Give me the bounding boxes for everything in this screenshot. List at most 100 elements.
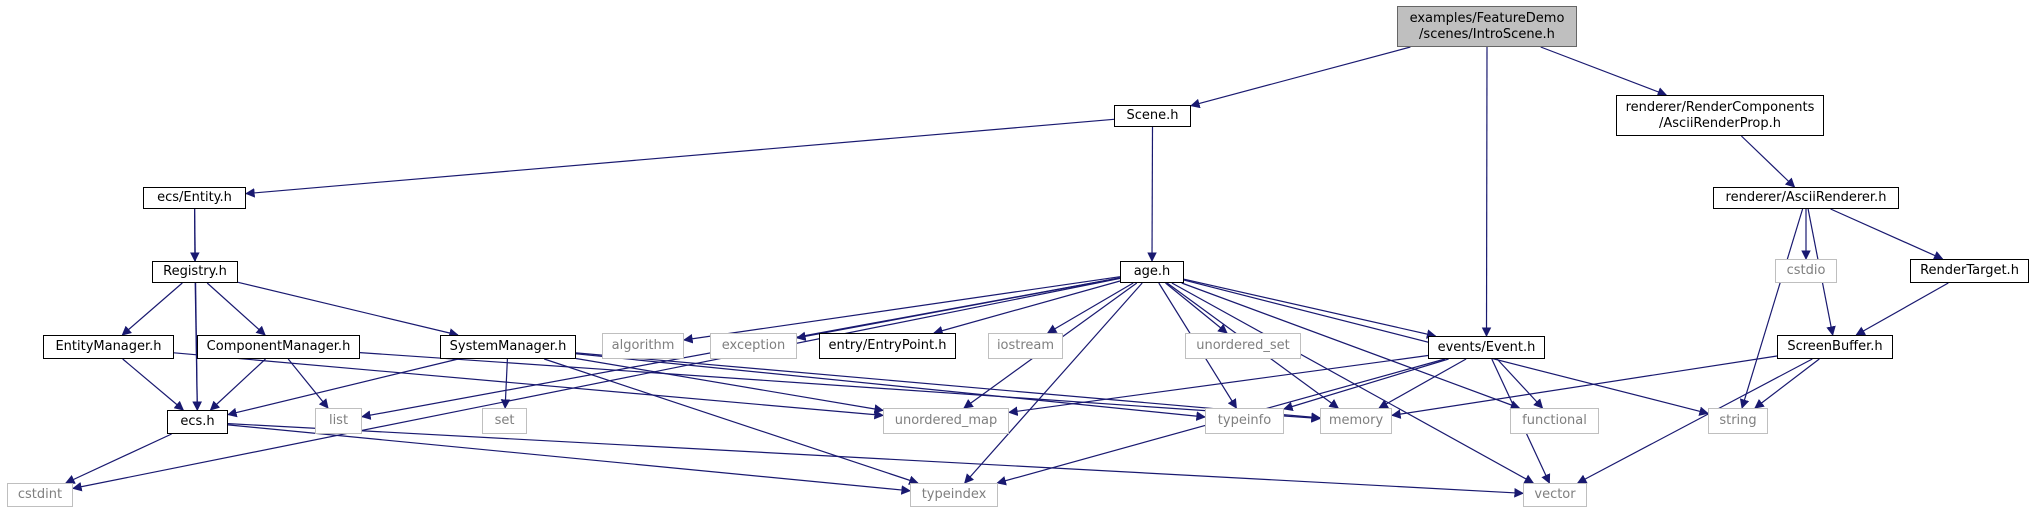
edge-asciirenderer-to-string <box>1739 208 1804 409</box>
node-exception: exception <box>710 333 797 359</box>
node-cstdio-label: cstdio <box>1786 263 1826 278</box>
edge-introscene-to-asciirenderprop <box>1540 46 1668 97</box>
node-age[interactable]: age.h <box>1120 261 1184 283</box>
node-ecs-label: ecs.h <box>180 414 215 429</box>
node-scene[interactable]: Scene.h <box>1114 105 1191 127</box>
node-entitymanager-label: EntityManager.h <box>55 339 162 354</box>
node-ecs-entity-label: ecs/Entity.h <box>157 190 232 205</box>
node-entrypoint[interactable]: entry/EntryPoint.h <box>819 333 956 359</box>
node-asciirenderprop-line2: /AsciiRenderProp.h <box>1659 115 1781 131</box>
node-systemmanager[interactable]: SystemManager.h <box>440 335 576 359</box>
edge-age-to-event <box>1183 278 1437 339</box>
node-typeinfo: typeinfo <box>1205 408 1284 434</box>
node-screenbuffer-label: ScreenBuffer.h <box>1787 339 1883 354</box>
node-scene-label: Scene.h <box>1126 108 1179 123</box>
node-algorithm-label: algorithm <box>611 338 675 353</box>
edge-rendertarget-to-screenbuffer <box>1855 282 1949 336</box>
edge-ecs-to-cstdint <box>65 433 172 484</box>
node-registry-label: Registry.h <box>163 264 227 279</box>
node-string-label: string <box>1719 413 1757 428</box>
node-iostream: iostream <box>988 333 1063 359</box>
edge-age-to-typeindex <box>964 282 1143 484</box>
node-typeindex-label: typeindex <box>921 487 987 502</box>
edge-systemmanager-to-typeindex <box>544 358 919 485</box>
edge-event-to-unordered_map <box>1008 354 1429 416</box>
edge-registry-to-ecs <box>192 282 202 411</box>
node-iostream-label: iostream <box>996 338 1055 353</box>
edge-systemmanager-to-memory <box>575 352 1321 422</box>
edge-componentmanager-to-ecs <box>209 358 266 411</box>
node-functional-label: functional <box>1522 413 1587 428</box>
edge-event-to-functional <box>1496 358 1544 409</box>
node-cstdio: cstdio <box>1775 259 1837 283</box>
edge-scene-to-ecs_entity <box>245 118 1115 198</box>
node-asciirenderprop[interactable]: renderer/RenderComponents /AsciiRenderPr… <box>1616 95 1824 136</box>
edge-asciirenderprop-to-asciirenderer <box>1740 135 1796 188</box>
edge-age-to-vector <box>1171 282 1535 484</box>
node-vector-label: vector <box>1534 487 1576 502</box>
edge-introscene-to-scene <box>1190 46 1411 109</box>
node-rendertarget[interactable]: RenderTarget.h <box>1910 259 2029 283</box>
edge-introscene-to-event <box>1481 46 1492 337</box>
node-unordered-map: unordered_map <box>883 408 1009 434</box>
node-ecs-entity[interactable]: ecs/Entity.h <box>143 187 246 209</box>
edge-screenbuffer-to-vector <box>1576 358 1813 484</box>
edge-systemmanager-to-unordered_map <box>575 357 884 414</box>
node-introscene: examples/FeatureDemo /scenes/IntroScene.… <box>1397 6 1577 47</box>
node-age-label: age.h <box>1133 264 1171 279</box>
edge-registry-to-componentmanager <box>206 282 266 336</box>
edge-ecs-to-typeindex <box>227 424 911 495</box>
node-memory-label: memory <box>1328 413 1384 428</box>
node-memory: memory <box>1320 408 1392 434</box>
node-cstdint-label: cstdint <box>17 487 63 502</box>
edge-systemmanager-to-ecs <box>227 358 459 418</box>
edge-screenbuffer-to-memory <box>1391 355 1778 419</box>
node-asciirenderprop-line1: renderer/RenderComponents <box>1625 99 1815 115</box>
node-rendertarget-label: RenderTarget.h <box>1920 263 2019 278</box>
node-typeinfo-label: typeinfo <box>1217 413 1272 428</box>
node-asciirenderer[interactable]: renderer/AsciiRenderer.h <box>1713 187 1899 209</box>
node-event[interactable]: events/Event.h <box>1428 336 1545 359</box>
node-string: string <box>1708 408 1768 434</box>
node-functional: functional <box>1510 408 1599 434</box>
node-asciirenderer-label: renderer/AsciiRenderer.h <box>1725 190 1887 205</box>
node-entrypoint-label: entry/EntryPoint.h <box>828 338 947 353</box>
node-registry[interactable]: Registry.h <box>152 261 238 283</box>
edge-systemmanager-to-set <box>500 358 511 409</box>
node-introscene-line2: /scenes/IntroScene.h <box>1419 26 1555 42</box>
node-set: set <box>482 408 527 434</box>
node-exception-label: exception <box>721 338 786 353</box>
edge-registry-to-entitymanager <box>121 282 183 336</box>
edge-age-to-unordered_set <box>1165 282 1228 334</box>
node-cstdint: cstdint <box>7 483 73 507</box>
node-set-label: set <box>494 413 515 428</box>
node-ecs[interactable]: ecs.h <box>167 410 228 434</box>
edge-componentmanager-to-memory <box>359 352 1321 423</box>
edge-asciirenderer-to-rendertarget <box>1830 208 1944 260</box>
edge-event-to-typeinfo <box>1283 358 1449 412</box>
edge-ecs-to-vector <box>227 423 1524 498</box>
node-unordered-set: unordered_set <box>1185 333 1301 359</box>
edge-registry-to-systemmanager <box>237 281 459 338</box>
node-algorithm: algorithm <box>602 333 684 359</box>
node-vector: vector <box>1523 483 1587 507</box>
edge-age-to-entrypoint <box>933 280 1121 336</box>
edge-entitymanager-to-ecs <box>122 358 185 411</box>
edge-age-to-cstdint <box>72 277 1121 492</box>
edge-event-to-memory <box>1378 358 1467 409</box>
node-introscene-line1: examples/FeatureDemo <box>1409 10 1565 26</box>
node-list-label: list <box>328 413 349 428</box>
node-screenbuffer[interactable]: ScreenBuffer.h <box>1777 335 1893 359</box>
edge-age-to-exception <box>796 277 1121 342</box>
node-event-label: events/Event.h <box>1437 339 1536 355</box>
edge-age-to-functional <box>1181 282 1521 410</box>
node-unordered-set-label: unordered_set <box>1196 338 1290 353</box>
node-entitymanager[interactable]: EntityManager.h <box>43 335 174 359</box>
node-systemmanager-label: SystemManager.h <box>449 339 567 354</box>
edge-scene-to-age <box>1147 126 1157 262</box>
edge-age-to-iostream <box>1046 282 1134 334</box>
node-typeindex: typeindex <box>910 483 998 507</box>
node-componentmanager[interactable]: ComponentManager.h <box>197 335 360 359</box>
